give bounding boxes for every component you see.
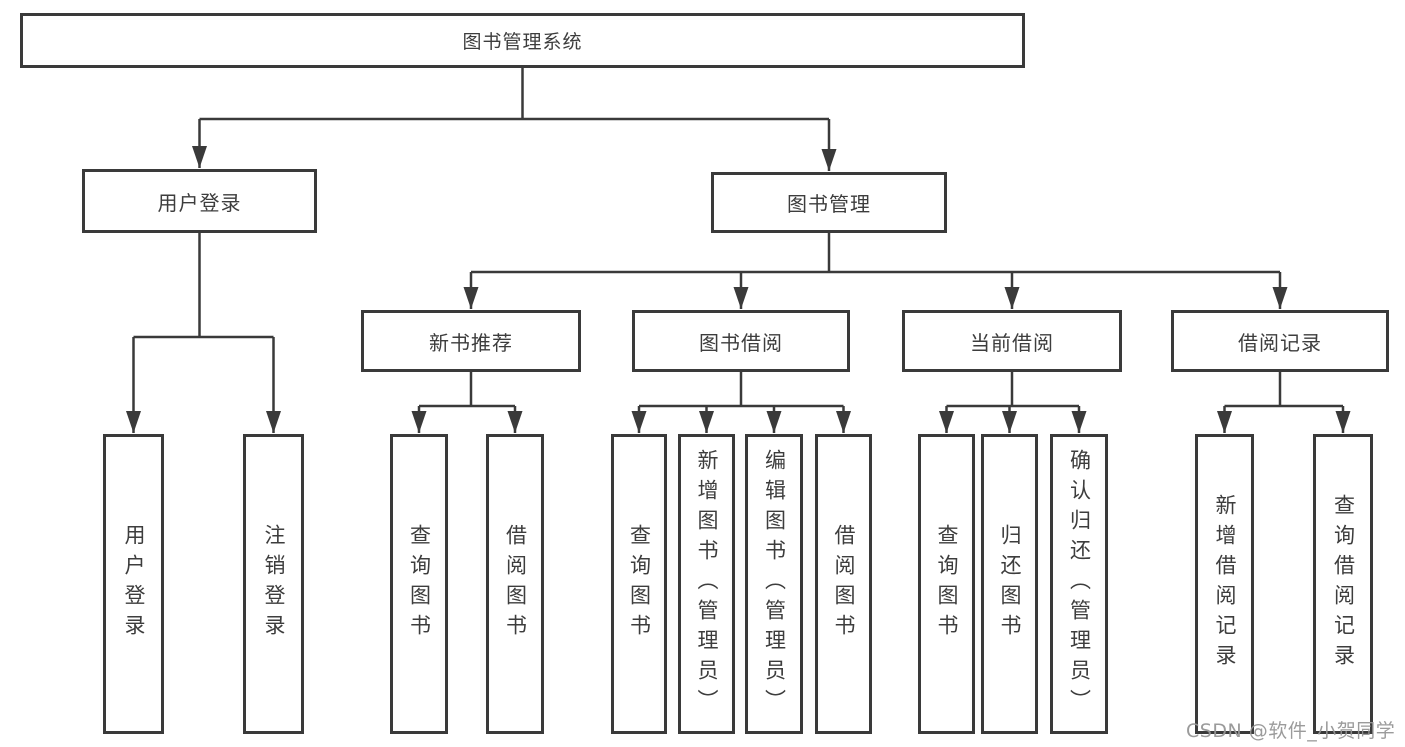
leaf-newbooks-borrow-label: 借阅图书 (503, 524, 528, 644)
node-root-system: 图书管理系统 (20, 13, 1025, 68)
leaf-records-query: 查询借阅记录 (1313, 434, 1373, 734)
leaf-borrow-add-admin-label: 新增图书（管理员） (695, 449, 719, 719)
node-new-book-recommend-label: 新书推荐 (429, 330, 513, 355)
node-root-label: 图书管理系统 (462, 31, 583, 53)
node-borrowing-records: 借阅记录 (1171, 310, 1389, 372)
leaf-current-confirm-return-admin-label: 确认归还（管理员） (1067, 449, 1092, 719)
node-book-borrowing-label: 图书借阅 (699, 330, 783, 355)
leaf-borrow-add-admin: 新增图书（管理员） (678, 434, 735, 734)
leaf-records-query-label: 查询借阅记录 (1331, 494, 1356, 674)
csdn-watermark: CSDN @软件_小贺同学 (1186, 720, 1396, 742)
node-borrowing-records-label: 借阅记录 (1238, 330, 1322, 355)
node-book-management-label: 图书管理 (787, 192, 871, 216)
node-current-borrowing: 当前借阅 (902, 310, 1122, 372)
node-book-borrowing: 图书借阅 (632, 310, 850, 372)
node-user-login-label: 用户登录 (157, 190, 242, 215)
node-user-login: 用户登录 (82, 169, 317, 233)
leaf-current-query-label: 查询图书 (935, 524, 959, 644)
leaf-newbooks-query-label: 查询图书 (407, 524, 432, 644)
node-current-borrowing-label: 当前借阅 (970, 330, 1054, 355)
leaf-newbooks-query: 查询图书 (390, 434, 448, 734)
leaf-borrow-edit-admin-label: 编辑图书（管理员） (762, 449, 787, 719)
leaf-borrow-book: 借阅图书 (815, 434, 872, 734)
leaf-current-return: 归还图书 (981, 434, 1038, 734)
leaf-current-confirm-return-admin: 确认归还（管理员） (1050, 434, 1108, 734)
leaf-logout: 注销登录 (243, 434, 304, 734)
leaf-current-query: 查询图书 (918, 434, 975, 734)
leaf-records-add: 新增借阅记录 (1195, 434, 1254, 734)
leaf-borrow-query-label: 查询图书 (627, 524, 652, 644)
node-book-management: 图书管理 (711, 172, 947, 233)
leaf-current-return-label: 归还图书 (998, 524, 1022, 644)
leaf-records-add-label: 新增借阅记录 (1213, 494, 1237, 674)
leaf-newbooks-borrow: 借阅图书 (486, 434, 544, 734)
leaf-user-login-label: 用户登录 (122, 524, 146, 644)
leaf-user-login: 用户登录 (103, 434, 164, 734)
leaf-logout-label: 注销登录 (262, 524, 286, 644)
leaf-borrow-query: 查询图书 (611, 434, 667, 734)
node-new-book-recommend: 新书推荐 (361, 310, 581, 372)
leaf-borrow-edit-admin: 编辑图书（管理员） (745, 434, 803, 734)
leaf-borrow-book-label: 借阅图书 (832, 524, 856, 644)
